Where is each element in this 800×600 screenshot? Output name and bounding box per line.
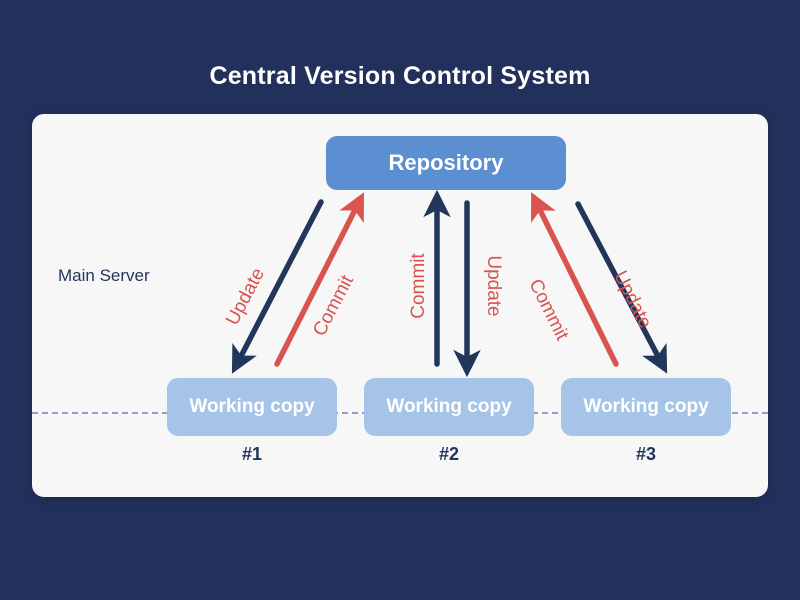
- page-title: Central Version Control System: [209, 62, 591, 90]
- arrow-update-1: [231, 199, 324, 374]
- working-copy-number-1: #1: [241, 444, 263, 464]
- arrow-commit-1: [274, 192, 364, 367]
- working-copy-number-3: #3: [635, 444, 657, 464]
- arrow-label-update-2: Update: [483, 255, 504, 317]
- working-copy-node-2[interactable]: Working copy: [364, 378, 534, 436]
- flow-arrows: [231, 189, 668, 378]
- working-copy-label-2: Working copy: [386, 396, 512, 417]
- repository-node[interactable]: Repository: [326, 136, 566, 190]
- arrow-update-3: [575, 201, 668, 374]
- arrow-commit-3: [531, 192, 619, 367]
- working-copy-label-3: Working copy: [583, 396, 709, 417]
- arrow-label-commit-2: Commit: [408, 253, 429, 319]
- working-copy-node-3[interactable]: Working copy: [561, 378, 731, 436]
- working-copy-number-2: #2: [438, 444, 460, 464]
- diagram-card: Main Server Workstation Repository: [32, 114, 768, 497]
- working-copy-node-1[interactable]: Working copy: [167, 378, 337, 436]
- zone-label-main-server: Main Server: [58, 266, 150, 285]
- repository-label: Repository: [388, 150, 504, 175]
- working-copy-label-1: Working copy: [189, 396, 315, 417]
